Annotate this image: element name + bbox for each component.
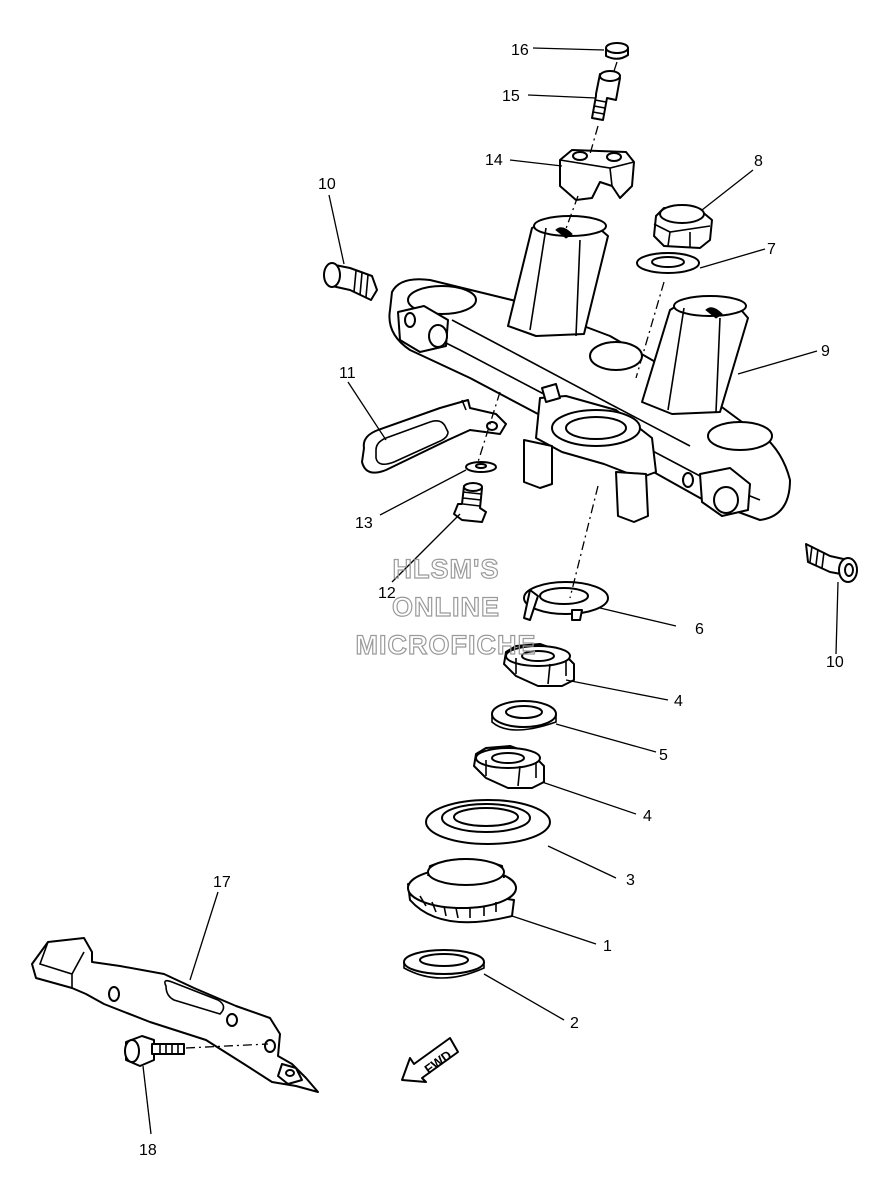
part-15-bolt[interactable] (591, 70, 621, 121)
callout-7: 7 (767, 241, 776, 258)
callout-8: 8 (754, 153, 763, 170)
callout-11: 11 (339, 365, 356, 382)
part-4-ring-nut-lower[interactable] (473, 745, 545, 789)
part-13-washer[interactable] (465, 461, 497, 473)
part-9-upper-bracket[interactable] (388, 215, 791, 523)
part-8-stem-nut[interactable] (653, 204, 713, 249)
callout-15: 15 (502, 88, 520, 105)
callout-3: 3 (626, 872, 635, 889)
part-17-stay[interactable] (31, 937, 319, 1093)
part-4-ring-nut-upper[interactable] (503, 643, 575, 687)
callout-13: 13 (355, 515, 373, 532)
callout-10-right: 10 (826, 654, 844, 671)
callout-6: 6 (695, 621, 704, 638)
part-14-upper-clamp[interactable] (559, 149, 635, 201)
part-18-bolt[interactable] (124, 1035, 185, 1067)
callout-5: 5 (659, 747, 668, 764)
assembly-axis-lines (185, 61, 665, 1049)
part-10-pinch-bolt-left[interactable] (323, 262, 378, 301)
callout-17: 17 (213, 874, 231, 891)
callout-4: 4 (674, 693, 683, 710)
callout-1: 1 (603, 938, 612, 955)
watermark-line-1: HLSM'S (393, 554, 500, 584)
callout-14: 14 (485, 152, 503, 169)
leader-lines (142, 47, 839, 1135)
watermark: HLSM'S ONLINE MICROFICHE (355, 553, 537, 660)
part-5-washer[interactable] (491, 700, 557, 731)
callout-2: 2 (570, 1015, 579, 1032)
callout-10: 10 (318, 176, 336, 193)
part-10-pinch-bolt-right[interactable] (805, 543, 858, 583)
watermark-line-3: MICROFICHE (356, 630, 537, 660)
callout-12: 12 (378, 585, 396, 602)
callout-9: 9 (821, 343, 830, 360)
part-3-dust-seal[interactable] (425, 799, 551, 845)
fwd-direction-arrow-icon: FWD (401, 1037, 459, 1083)
part-12-bolt[interactable] (453, 482, 487, 523)
watermark-line-2: ONLINE (392, 592, 500, 622)
part-16-cap[interactable] (605, 42, 629, 60)
callout-4-lower: 4 (643, 808, 652, 825)
part-2-washer[interactable] (403, 949, 485, 979)
part-6-lock-washer[interactable] (523, 581, 609, 621)
callout-numbers: 16 15 14 10 8 7 9 11 13 12 6 10 4 5 4 3 … (139, 42, 844, 1159)
part-11-bracket[interactable] (361, 399, 507, 474)
part-1-bearing[interactable] (407, 858, 517, 924)
callout-16: 16 (511, 42, 529, 59)
callout-18: 18 (139, 1142, 157, 1159)
part-7-washer[interactable] (636, 252, 700, 274)
